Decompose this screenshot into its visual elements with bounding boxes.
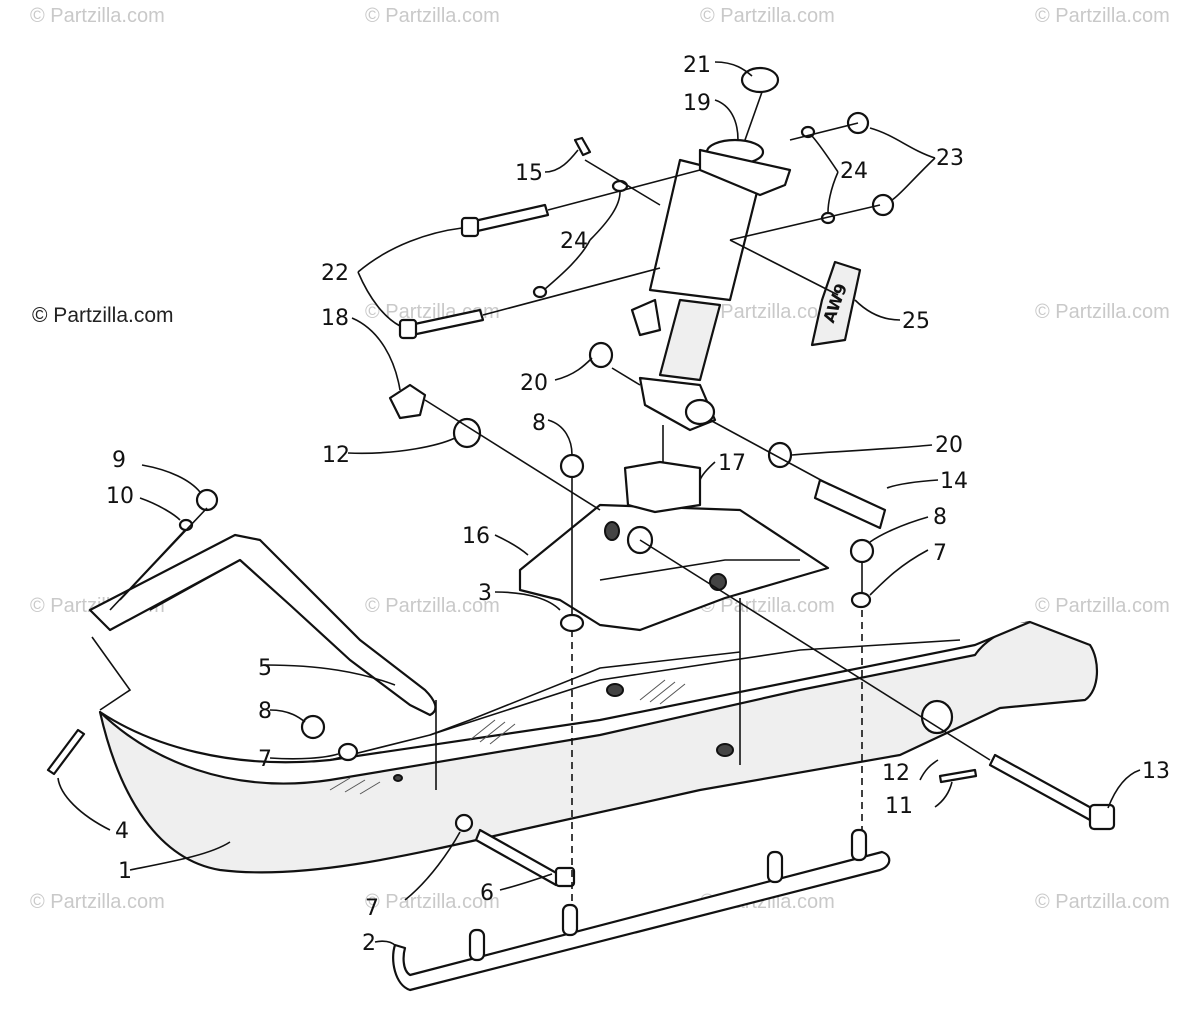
watermark: © Partzilla.com: [700, 301, 835, 323]
watermark: © Partzilla.com: [700, 5, 835, 27]
callout-5: 5: [258, 656, 272, 681]
ski: [98, 620, 1099, 874]
callout-20: 20: [935, 433, 963, 458]
callout-20: 20: [520, 371, 548, 396]
callout-8: 8: [258, 699, 272, 724]
leader-lines: [57, 61, 1141, 947]
watermark: © Partzilla.com: [1035, 5, 1170, 27]
watermark: © Partzilla.com: [1035, 301, 1170, 323]
watermark: © Partzilla.com: [1035, 595, 1170, 617]
callout-12: 12: [322, 443, 350, 468]
callout-18: 18: [321, 306, 349, 331]
callout-6: 6: [480, 881, 494, 906]
callout-15: 15: [515, 161, 543, 186]
watermark: © Partzilla.com: [30, 891, 165, 913]
callout-12: 12: [882, 761, 910, 786]
callout-16: 16: [462, 524, 490, 549]
callout-1: 1: [118, 859, 132, 884]
callout-23: 23: [936, 146, 964, 171]
callout-24: 24: [560, 229, 588, 254]
callout-17: 17: [718, 451, 746, 476]
watermark: © Partzilla.com: [365, 595, 500, 617]
shock-absorber: [630, 138, 792, 432]
callout-3: 3: [478, 581, 492, 606]
callout-13: 13: [1142, 759, 1170, 784]
callout-4: 4: [115, 819, 129, 844]
watermark: © Partzilla.com: [365, 891, 500, 913]
watermark: © Partzilla.com: [365, 5, 500, 27]
callout-24: 24: [840, 159, 868, 184]
callout-11: 11: [885, 794, 913, 819]
callout-labels: 21 19 15 23 24 24 22 18 25 20 20 12 8 17…: [106, 53, 1170, 956]
callout-22: 22: [321, 261, 349, 286]
hardware: [46, 111, 1116, 888]
callout-21: 21: [683, 53, 711, 78]
ski-hatching: [329, 679, 686, 795]
callout-7: 7: [365, 896, 379, 921]
callout-8: 8: [933, 505, 947, 530]
watermark-main: © Partzilla.com: [32, 304, 174, 327]
callout-2: 2: [362, 931, 376, 956]
watermark: © Partzilla.com: [1035, 891, 1170, 913]
callout-7: 7: [258, 747, 272, 772]
watermark: © Partzilla.com: [700, 595, 835, 617]
watermark: © Partzilla.com: [30, 5, 165, 27]
callout-10: 10: [106, 484, 134, 509]
wear-bar: [392, 828, 891, 992]
assembly-lines: [91, 91, 991, 905]
callout-8: 8: [532, 411, 546, 436]
callout-7: 7: [933, 541, 947, 566]
callout-14: 14: [940, 469, 968, 494]
callout-9: 9: [112, 448, 126, 473]
bumper: [623, 460, 702, 514]
callout-25: 25: [902, 309, 930, 334]
shock-cap: [740, 66, 780, 94]
callout-19: 19: [683, 91, 711, 116]
